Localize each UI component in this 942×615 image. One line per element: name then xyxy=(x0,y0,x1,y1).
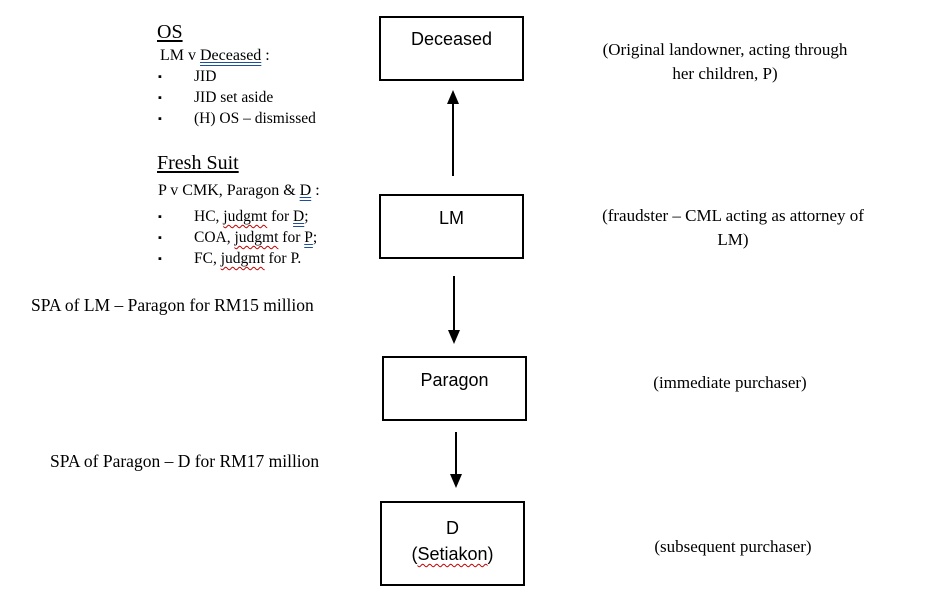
node-deceased-label: Deceased xyxy=(410,29,493,49)
os-item: ▪ JID set aside xyxy=(158,88,458,108)
os-case-suffix: : xyxy=(261,47,270,64)
fresh-suit-case-prefix: P v CMK, Paragon & xyxy=(158,182,300,199)
os-item: ▪ (H) OS – dismissed xyxy=(158,109,458,129)
setiakon-text: Setiakon xyxy=(417,544,488,564)
os-item-text: (H) OS – dismissed xyxy=(194,110,316,127)
note-paragon-line: (immediate purchaser) xyxy=(653,373,807,392)
node-paragon: Paragon xyxy=(382,356,527,421)
node-deceased: Deceased xyxy=(379,16,524,81)
node-paragon-label: Paragon xyxy=(420,370,489,390)
bullet-icon: ▪ xyxy=(158,92,162,104)
spa-lm-paragon-label: SPA of LM – Paragon for RM15 million xyxy=(31,295,314,315)
bullet-icon: ▪ xyxy=(158,211,162,223)
os-case-party: Deceased xyxy=(200,47,262,64)
node-lm: LM xyxy=(379,194,524,259)
note-lm: (fraudster – CML acting as attorney of L… xyxy=(570,204,896,252)
note-d-line: (subsequent purchaser) xyxy=(654,537,812,556)
note-deceased-line: her children, P) xyxy=(672,64,778,83)
arrow-paragon-to-d xyxy=(450,432,462,488)
arrow-lm-to-paragon xyxy=(448,276,460,344)
note-lm-line: LM) xyxy=(717,230,749,249)
os-case-title: LM v Deceased : xyxy=(160,47,270,65)
node-d-sublabel: (Setiakon) xyxy=(411,544,494,564)
fresh-suit-item: ▪ COA, judgmt for P; xyxy=(158,228,458,248)
bullet-icon: ▪ xyxy=(158,232,162,244)
fresh-suit-case-party: D xyxy=(299,182,312,199)
os-case-prefix: LM v xyxy=(160,47,200,64)
note-deceased-line: (Original landowner, acting through xyxy=(602,40,848,59)
note-lm-line: (fraudster – CML acting as attorney of xyxy=(602,206,864,225)
os-item-text: JID xyxy=(194,68,217,85)
bullet-icon: ▪ xyxy=(158,253,162,265)
os-item-text: JID set aside xyxy=(194,89,274,106)
fresh-suit-item-text: FC, judgmt for P. xyxy=(194,250,302,267)
bullet-icon: ▪ xyxy=(158,71,162,83)
spa-paragon-d-label: SPA of Paragon – D for RM17 million xyxy=(50,451,320,471)
os-item: ▪ JID xyxy=(158,67,458,87)
note-deceased: (Original landowner, acting through her … xyxy=(570,38,880,86)
node-d-label: D xyxy=(446,518,459,538)
node-lm-label: LM xyxy=(438,208,464,228)
fresh-suit-case-suffix: : xyxy=(311,182,320,199)
fresh-suit-item: ▪ FC, judgmt for P. xyxy=(158,249,458,269)
note-d: (subsequent purchaser) xyxy=(620,535,846,559)
fresh-suit-case-title: P v CMK, Paragon & D : xyxy=(158,182,320,200)
note-paragon: (immediate purchaser) xyxy=(620,371,840,395)
bullet-icon: ▪ xyxy=(158,113,162,125)
fresh-suit-item-text: HC, judgmt for D; xyxy=(194,208,309,225)
fresh-suit-heading: Fresh Suit xyxy=(157,152,239,174)
fresh-suit-item: ▪ HC, judgmt for D; xyxy=(158,207,458,227)
arrow-lm-to-deceased xyxy=(447,90,459,176)
os-heading: OS xyxy=(157,21,183,43)
node-d: D (Setiakon) xyxy=(380,501,525,586)
fresh-suit-item-text: COA, judgmt for P; xyxy=(194,229,318,246)
